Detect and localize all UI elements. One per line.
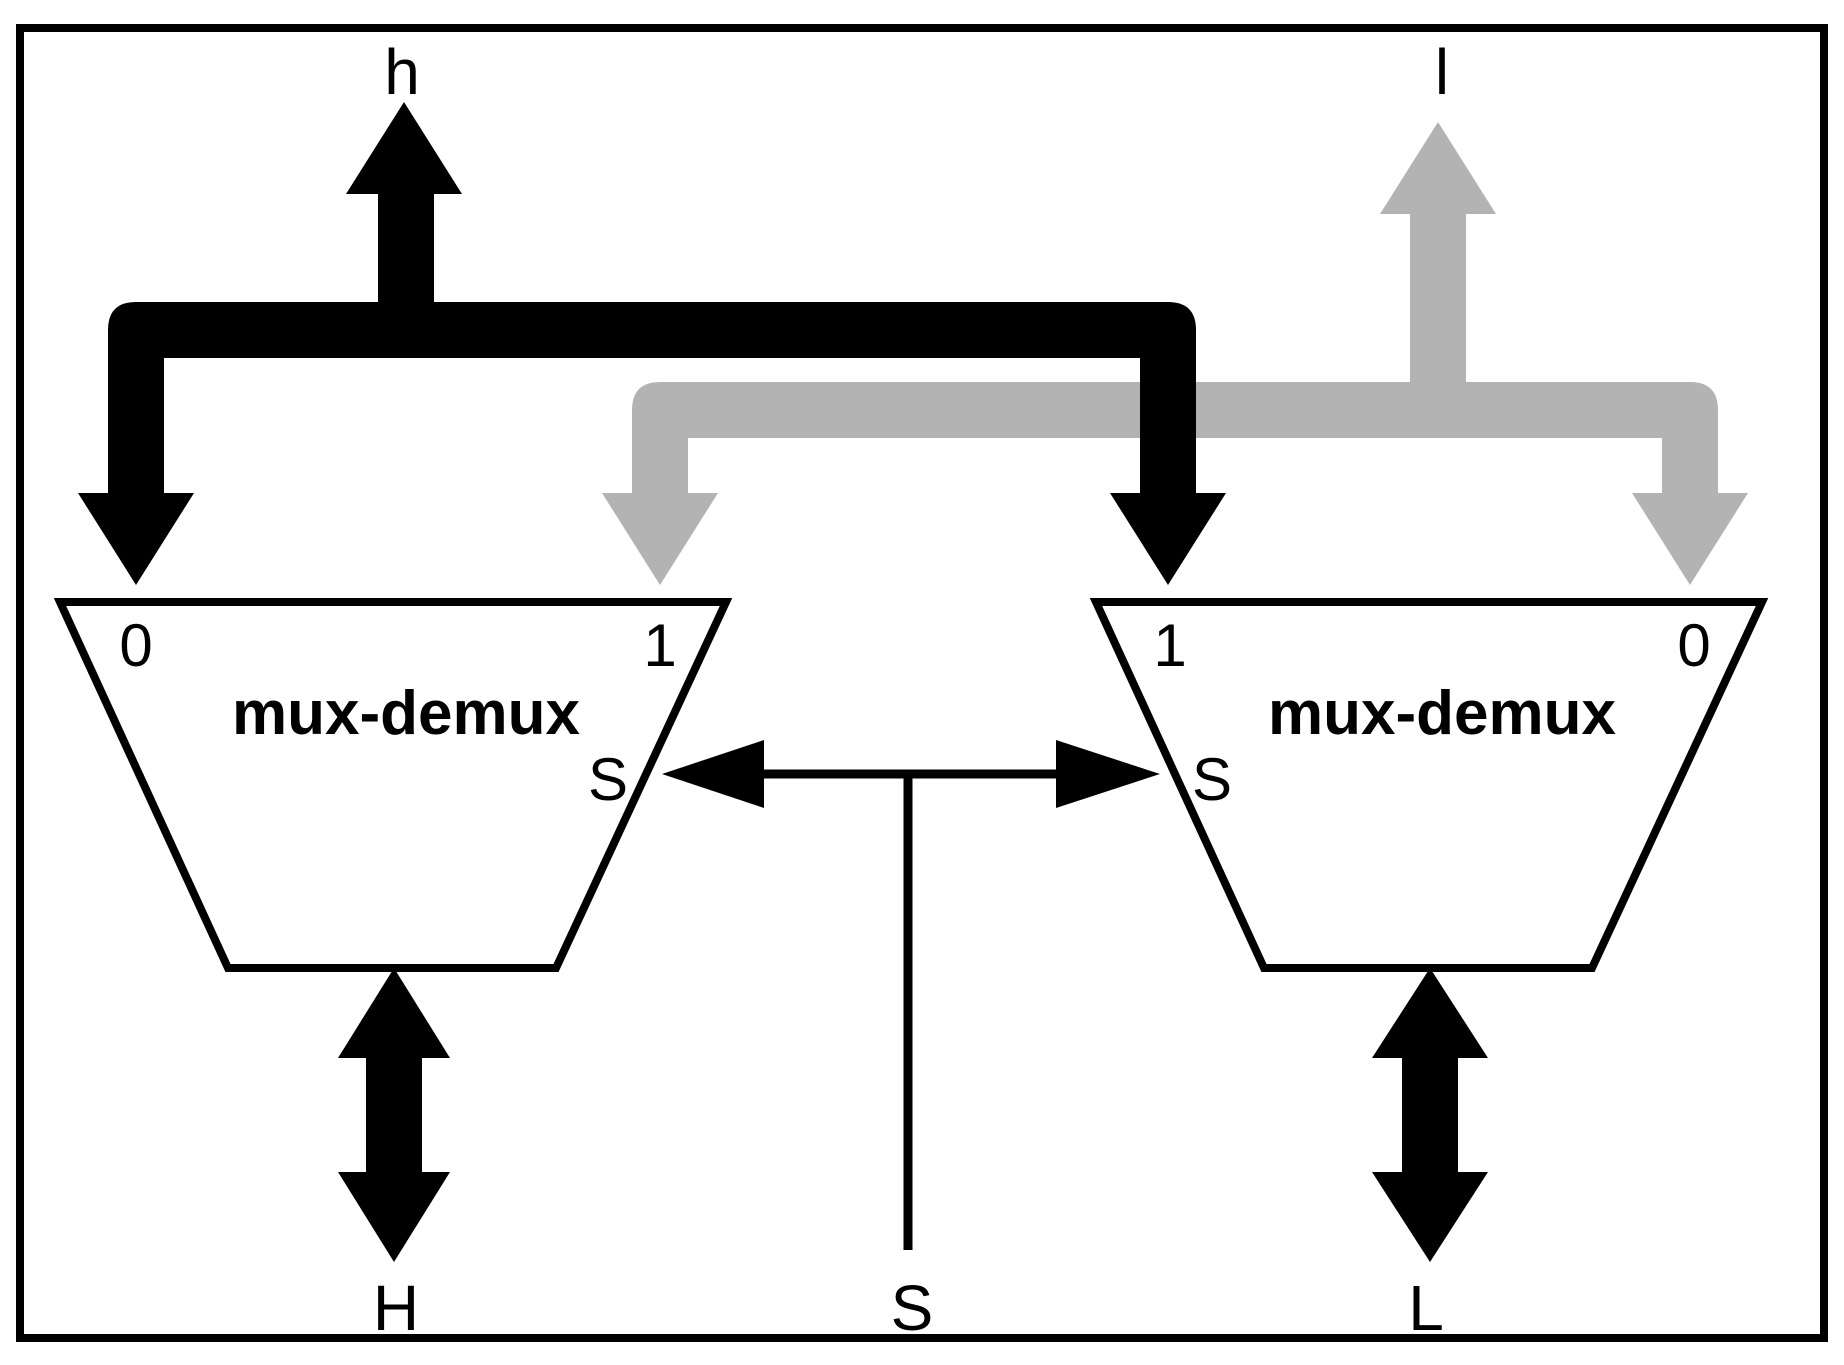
left-port-0: 0 [119, 612, 152, 679]
label-L: L [1408, 1272, 1444, 1344]
left-block-title: mux-demux [232, 679, 580, 748]
select-arrow-left [662, 740, 764, 808]
select-line [662, 740, 1160, 1250]
h-bus [78, 102, 1226, 585]
l-bus [602, 122, 1748, 585]
label-S: S [891, 1272, 934, 1344]
left-port-1: 1 [643, 612, 676, 679]
left-mux-demux-block [53, 598, 733, 972]
label-H: H [373, 1272, 419, 1344]
l-bus-stem [1410, 205, 1466, 385]
l-bus-rail [632, 382, 1718, 495]
label-h: h [384, 36, 420, 108]
right-block-title: mux-demux [1268, 679, 1616, 748]
L-bidirectional-arrow [1372, 968, 1488, 1262]
h-bus-rail [108, 302, 1196, 495]
h-bus-stem [378, 188, 434, 308]
right-port-0: 0 [1677, 612, 1710, 679]
label-l: l [1435, 36, 1449, 108]
right-select-label: S [1192, 746, 1232, 813]
right-mux-demux-block [1089, 598, 1769, 972]
l-arrow-up [1380, 122, 1496, 214]
h-arrow-down-left [78, 493, 194, 585]
l-arrow-down-left [602, 493, 718, 585]
h-arrow-up [346, 102, 462, 194]
select-arrow-right [1056, 740, 1160, 808]
outer-frame [16, 24, 1828, 1342]
h-arrow-down-right [1110, 493, 1226, 585]
left-select-label: S [588, 746, 628, 813]
H-bidirectional-arrow [338, 968, 450, 1262]
l-arrow-down-right [1632, 493, 1748, 585]
right-port-1: 1 [1153, 612, 1186, 679]
